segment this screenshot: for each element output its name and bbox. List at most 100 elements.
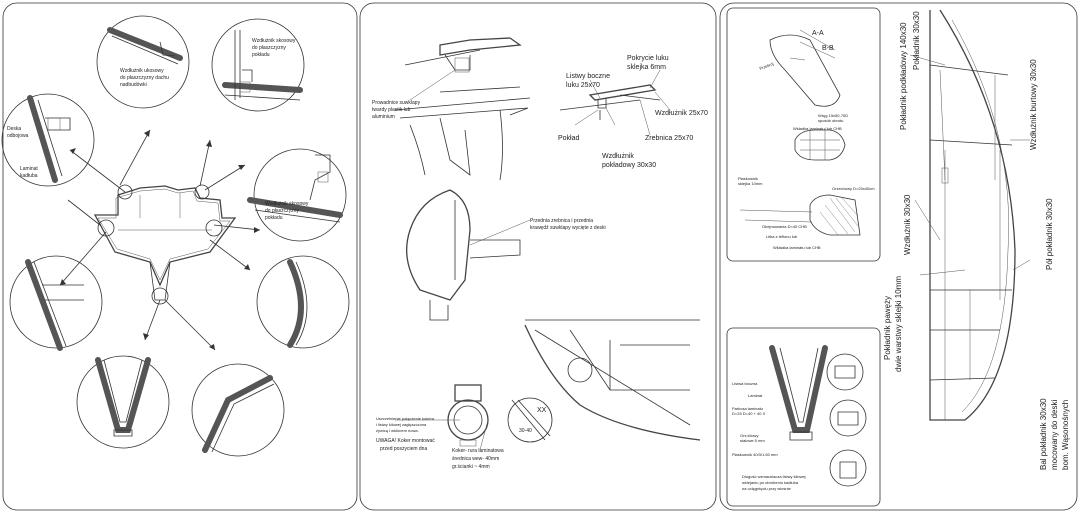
label-bb: B-B [822,45,834,52]
transom-drawing [524,319,701,441]
svg-text:sklejka 6mm: sklejka 6mm [627,64,666,71]
svg-text:Uszczelnienie połączenie koker: Uszczelnienie połączenie kokera [376,416,435,421]
svg-text:Prowadnice suwklapy: Prowadnice suwklapy [372,100,421,106]
framing-side-view: Pokładnik podkładowy 140x30 Pokładnik 30… [883,9,1070,470]
svg-text:średnica wew- 40mm: średnica wew- 40mm [452,456,499,462]
label-aa: A-A [812,30,824,37]
label-zrebnica: Zrebnica 25x70 [645,135,693,142]
label-wzdluznik-poklad: Wzdłużnik pokładowy 30x30 [602,153,656,169]
svg-text:do płaszczyzny: do płaszczyzny [252,45,286,51]
svg-text:gr.ścianki ~ 4mm: gr.ścianki ~ 4mm [452,464,490,470]
panel-2-border [359,2,717,511]
svg-text:Listwy boczne: Listwy boczne [566,73,610,80]
label-parkosa-2: D=25 D=40 + 40 X [732,411,766,416]
detail-top-left [1,93,95,187]
svg-text:pokładowy 30x30: pokładowy 30x30 [602,162,656,169]
detail-circle-transom [567,357,593,383]
svg-text:UWAGA! Koker montować: UWAGA! Koker montować [376,438,435,444]
svg-text:krawędź suwklapy wycięte z des: krawędź suwklapy wycięte z deski [530,225,606,231]
detail-box-rudder: A-A B-B Przekrój Wręg 15x50-70D sposób o… [726,7,881,262]
label-parkosa: Parkosa laminatu [732,406,763,411]
label-koker: Koker- rura laminatowa średnica wew- 40m… [452,448,504,470]
label-przednia-zrebnica: Przednia zrebnica i przednia krawędź suw… [530,218,606,231]
svg-text:luku 25x70: luku 25x70 [566,82,600,89]
svg-text:Pokrycie luku: Pokrycie luku [627,55,669,62]
label-listwy-boczne: Listwy boczne luku 25x70 [566,73,610,89]
detail-right-lower [256,255,350,349]
label-laminat-kadluba: Laminat kadłuba [20,166,38,179]
svg-text:nadbudówki: nadbudówki [120,82,147,88]
svg-text:pokładu: pokładu [252,52,270,58]
label-obejmowania: Obejmowania D=40 CHB [762,224,807,229]
label-wreg: Wręg 15x50-70D [818,113,848,118]
svg-text:Laminat: Laminat [20,166,38,172]
detail-circle-cabin-left [117,184,133,200]
panel2-leaders [395,69,671,451]
detail-circle-left [97,219,115,237]
hatch-section-drawing [559,84,661,120]
svg-text:do płaszczyzny: do płaszczyzny [265,208,299,214]
detail-circle-cabin-right [194,184,210,200]
label-bal-pokladnik-2: mocowany do deski [1050,400,1059,470]
panel-1-border [2,2,358,511]
detail-chine [191,363,285,457]
label-grs: Grs kilowy [740,433,758,438]
label-wzdluznik-skosowy-right: Wzdłużnik skosowy do płaszczyzny pokładu [265,201,309,221]
detail-xx: XX 30-40 [507,397,553,443]
label-litka: Litka z teflonu lub [766,234,798,239]
svg-text:i listwy kilowej zagłęszczona: i listwy kilowej zagłęszczona [376,422,427,427]
svg-text:Wzdłużnik: Wzdłużnik [602,153,634,160]
hull-cross-section [93,184,237,305]
label-wzdluznik-burtowy: Wzdłużnik burtowy 30x30 [1029,59,1038,150]
label-prowadnice: Prowadnice suwklapy twardy plastik lub a… [372,100,421,120]
panel-structure-details: A-A B-B Przekrój Wręg 15x50-70D sposób o… [719,2,1078,511]
label-dlugosc-2: wklejaniu po obróbeniu kadłuba [742,480,799,485]
label-laminat: Laminat [748,393,763,398]
detail-circle-keel [151,287,169,305]
label-wreg-2: sposób obrotu [818,118,843,123]
detail-top-center [96,15,190,109]
label-bal-pokladnik: Bal pokładnik 30x30 [1039,398,1048,470]
label-listwa: Listwa boczna [732,381,758,386]
label-wlozka: Wkładka laminatu lub CHB [773,245,821,250]
label-poklad: Pokład [558,135,580,142]
label-pokladnik-30: Pokładnik 30x30 [912,11,921,70]
svg-text:pokładu: pokładu [265,215,283,221]
hatch-guide-drawing [394,37,531,181]
svg-text:przed poszyciem dna: przed poszyciem dna [380,446,427,452]
svg-text:żywicą i włóknem nowa.: żywicą i włóknem nowa. [376,428,419,433]
detail-keel [76,355,170,449]
label-wzdluznik-ukosowy: Wzdłużnik ukosowy do płaszczyzny dachu n… [120,68,169,88]
label-orzechowy: Orzechowy D=20x40cm [832,186,875,191]
detail-circle-right [205,219,223,237]
svg-text:Wzdłużnik ukosowy: Wzdłużnik ukosowy [120,68,164,74]
svg-text:odbojowa: odbojowa [7,133,29,139]
bow-hatch-drawing [406,189,521,321]
svg-text:twardy plastik lub: twardy plastik lub [372,107,411,113]
label-uwaga: UWAGA! Koker montować przed poszyciem dn… [376,438,435,452]
label-plaskownik: Płaskownik [738,176,758,181]
detail-box-keel: Listwa boczna Laminat Parkosa laminatu D… [726,327,881,507]
label-przekroj: Przekrój [759,61,775,71]
detail-top-right [211,18,305,112]
label-pokladnik-podkladowy: Pokładnik podkładowy 140x30 [899,22,908,130]
svg-text:Koker- rura laminatowa: Koker- rura laminatowa [452,448,504,454]
label-wzdluznik-30: Wzdłużnik 30x30 [903,194,912,255]
label-pokladnik-paweszy-2: dwie warstwy sklejki 10mm [894,276,903,372]
label-grs-2: stalowe 5 mm [740,438,765,443]
detail-left [9,255,103,351]
label-bal-pokladnik-3: bom. Wąsonośnych [1061,400,1070,470]
label-uszczelnienie: Uszczelnienie połączenie kokera i listwy… [376,416,435,433]
svg-text:Wzdłużnik skosowy: Wzdłużnik skosowy [252,38,296,44]
label-pokrywa: Pokrycie luku sklejka 6mm [627,55,669,71]
svg-text:aluminium: aluminium [372,114,395,120]
panel-3-border [719,2,1078,511]
svg-text:Wzdłużnik skosowy: Wzdłużnik skosowy [265,201,309,207]
detail-right [247,148,347,242]
svg-text:Przednia zrebnica i przednia: Przednia zrebnica i przednia [530,218,593,224]
detail-arrows [59,129,261,351]
label-wzdluznik-25: Wzdłużnik 25x70 [655,110,708,117]
svg-text:Deska: Deska [7,126,21,132]
svg-text:kadłuba: kadłuba [20,173,38,179]
